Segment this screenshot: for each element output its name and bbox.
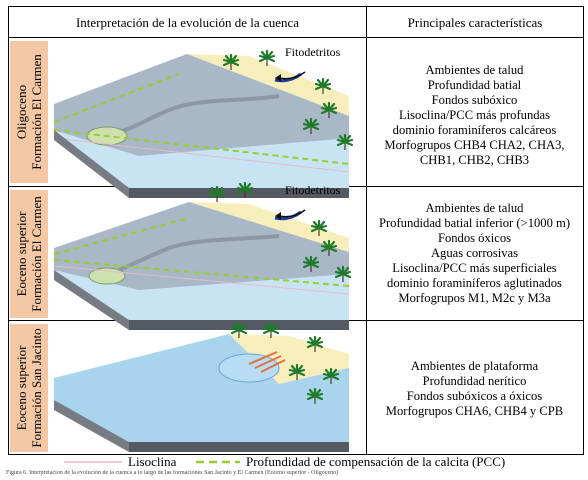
block-front [54, 130, 129, 198]
basin-diagrams [53, 49, 354, 452]
header-interpretation: Interpretación de la evolución de la cue… [75, 15, 300, 30]
fitodetritos-arrow [278, 209, 306, 218]
characteristics-eoceno-sanjacinto: Ambientes de plataforma Profundidad nerí… [365, 359, 584, 419]
characteristic-line: Fondos subóxicos a óxicos [406, 389, 543, 403]
fitodetritos-arrow [278, 71, 306, 80]
characteristic-line: Aguas corrosivas [430, 246, 519, 260]
column-divider [366, 7, 367, 454]
pcc-swatch [196, 460, 240, 464]
lisoclina-line [53, 137, 350, 173]
formation-name: Formación El Carmen [29, 54, 44, 170]
arrow-head [275, 74, 281, 82]
characteristic-line: Lisoclina/PCC más superficiales [392, 261, 557, 275]
characteristic-line: Profundidad batial inferior (>1000 m) [378, 216, 571, 230]
era-name: Oligoceno [14, 84, 29, 140]
characteristic-line: Fondos subóxico [431, 93, 518, 107]
block-side [129, 442, 349, 452]
block-front [54, 400, 129, 452]
characteristic-line: Ambientes de plataforma [410, 359, 539, 373]
fitodetritos-label: Fitodetritos [285, 183, 341, 197]
sediment-input [248, 351, 286, 373]
characteristic-line: CHB1, CHB2, CHB3 [419, 153, 530, 167]
submarine-fan [88, 267, 126, 285]
block-front [54, 270, 129, 330]
characteristic-line: dominio foraminíferos aglutinados [387, 276, 562, 290]
delta-plume [218, 353, 280, 383]
era-label-oligoceno: Oligoceno Formación El Carmen [10, 41, 48, 183]
characteristic-line: Morfogrupos CHB4 CHA2, CHA3, [384, 138, 565, 152]
arrow-head [275, 212, 281, 220]
header-characteristics: Principales características [407, 15, 543, 30]
characteristic-line: Profundidad batial [427, 78, 522, 92]
characteristic-line: Ambientes de talud [425, 63, 524, 77]
characteristics-oligoceno: Ambientes de talud Profundidad batial Fo… [365, 63, 584, 168]
diagram-eoceno-carmen [53, 181, 352, 330]
submarine-channel [118, 94, 280, 134]
figure-frame: Interpretación de la evolución de la cue… [8, 6, 584, 455]
legend-pcc: Profundidad de compensación de la calcit… [246, 454, 506, 469]
diagram-eoceno-sanjacinto [54, 321, 349, 452]
era-name: Eoceno superior [14, 345, 29, 431]
legend-lisoclina: Lisoclina [128, 454, 177, 469]
pcc-line [53, 73, 180, 123]
formation-name: Formación San Jacinto [29, 328, 44, 448]
fitodetritos-label: Fitodetritos [285, 45, 341, 59]
characteristic-line: Fondos óxicos [437, 231, 512, 245]
pcc-line [53, 217, 190, 255]
characteristic-line: dominio foraminíferos calcáreos [392, 123, 557, 137]
characteristics-eoceno-carmen: Ambientes de talud Profundidad batial in… [365, 201, 584, 306]
characteristic-line: Profundidad nerítico [422, 374, 527, 388]
characteristic-line: Lisoclina/PCC más profundas [398, 108, 551, 122]
era-label-eoceno-sanjacinto: Eoceno superior Formación San Jacinto [10, 324, 48, 452]
lisoclina-swatch [64, 461, 122, 463]
legend: Lisoclina Profundidad de compensación de… [8, 454, 584, 469]
figure-caption: Figura 6. Interpretación de la evolución… [6, 470, 339, 476]
header-divider [9, 37, 583, 38]
lisoclina-line [53, 265, 350, 295]
characteristic-line: Ambientes de talud [425, 201, 524, 215]
era-label-eoceno-carmen: Eoceno superior Formación El Carmen [10, 190, 48, 318]
characteristic-line: Morfogrupos M1, M2c y M3a [398, 291, 551, 305]
submarine-channel [114, 234, 280, 274]
characteristic-line: Morfogrupos CHA6, CHB4 y CPB [385, 404, 564, 418]
diagram-oligoceno [53, 49, 354, 198]
